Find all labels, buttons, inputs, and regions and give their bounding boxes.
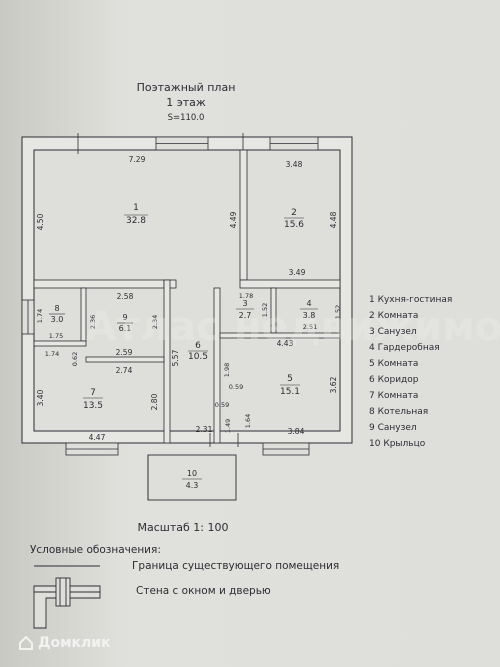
room-5-number: 5 xyxy=(287,374,293,384)
dim-2-51: 2.51 xyxy=(303,323,317,331)
room-10-area: 4.3 xyxy=(186,481,199,490)
dim-2-36: 2.36 xyxy=(89,315,97,329)
dim-1-75: 1.75 xyxy=(49,332,63,340)
room-7-number: 7 xyxy=(90,388,96,398)
dim-2-59: 2.59 xyxy=(116,348,133,357)
window-top-1 xyxy=(155,136,209,151)
house-logo-icon xyxy=(19,635,33,650)
room-5-area: 15.1 xyxy=(280,387,300,397)
legend-item: 10 Крыльцо xyxy=(369,439,426,449)
watermark-text: Домклик xyxy=(38,635,111,651)
room-6-area: 10.5 xyxy=(188,352,208,362)
scale-label: Масштаб 1: 100 xyxy=(138,521,229,534)
room-1-area: 32.8 xyxy=(126,216,146,226)
dim-1-74-b: 1.74 xyxy=(45,350,59,358)
room-9-area: 6.1 xyxy=(119,324,132,333)
porch xyxy=(147,454,237,501)
dim-2-74: 2.74 xyxy=(116,366,133,375)
room-4-number: 4 xyxy=(306,299,311,308)
window-bottom-2 xyxy=(262,442,310,456)
dim-2-31: 2.31 xyxy=(196,425,213,434)
dim-3-40: 3.40 xyxy=(36,389,45,406)
legend-item: 1 Кухня-гостиная xyxy=(369,295,452,305)
boundary-legend-text: Граница существующего помещения xyxy=(132,560,339,572)
window-bottom-1 xyxy=(65,442,119,456)
dim-2-34: 2.34 xyxy=(151,315,159,329)
dim-4-43: 4.43 xyxy=(277,339,294,348)
dim-1-52-b: 1.52 xyxy=(334,305,342,319)
total-area: S=110.0 xyxy=(168,113,205,123)
room-8-area: 3.0 xyxy=(51,315,64,324)
dim-0-59-b: 0.59 xyxy=(215,401,229,409)
floor-label: 1 этаж xyxy=(166,96,206,109)
dim-4-50: 4.50 xyxy=(36,213,45,230)
room-labels: 1 32.8 2 15.6 3 2.7 4 3.8 5 15.1 6 10.5 … xyxy=(49,203,318,490)
room-legend: 1 Кухня-гостиная 2 Комната 3 Санузел 4 Г… xyxy=(369,295,452,449)
dim-1-52-a: 1.52 xyxy=(261,303,269,317)
room-7-area: 13.5 xyxy=(83,401,103,411)
room-3-area: 2.7 xyxy=(239,311,252,320)
window-left-boiler xyxy=(21,299,35,335)
dim-2-58: 2.58 xyxy=(117,292,134,301)
dim-3-49: 3.49 xyxy=(289,268,306,277)
legend-item: 5 Комната xyxy=(369,359,418,369)
dim-1-98: 1.98 xyxy=(223,363,231,377)
legend-item: 2 Комната xyxy=(369,311,418,321)
room-3-number: 3 xyxy=(242,299,247,308)
dim-4-48: 4.48 xyxy=(329,211,338,228)
dim-0-59-a: 0.59 xyxy=(229,383,243,391)
room-1-number: 1 xyxy=(133,203,139,213)
overlay-text: Атлас недвижимость xyxy=(86,304,500,350)
domclick-watermark: Домклик xyxy=(18,629,138,657)
wall-symbol xyxy=(33,577,101,629)
legend-item: 3 Санузел xyxy=(369,327,417,337)
legend-item: 7 Комната xyxy=(369,391,418,401)
dimension-labels: 7.29 3.48 4.50 4.49 4.48 3.49 2.58 1.78 … xyxy=(36,155,342,442)
outer-wall xyxy=(21,136,353,444)
room-2-number: 2 xyxy=(291,208,297,218)
dim-3-62: 3.62 xyxy=(329,376,338,393)
room-6-number: 6 xyxy=(195,341,201,351)
dim-4-49: 4.49 xyxy=(229,211,238,228)
plan-title: Поэтажный план xyxy=(137,81,236,94)
dim-3-48: 3.48 xyxy=(286,160,303,169)
dim-3-84: 3.84 xyxy=(288,427,305,436)
dim-5-57: 5.57 xyxy=(171,349,180,366)
dim-1-78: 1.78 xyxy=(239,292,253,300)
wall-legend-text: Стена с окном и дверью xyxy=(136,585,271,597)
dim-4-47: 4.47 xyxy=(89,433,106,442)
room-4-area: 3.8 xyxy=(303,311,316,320)
dim-1-64: 1.64 xyxy=(244,414,252,428)
dim-2-80: 2.80 xyxy=(150,393,159,410)
room-8-number: 8 xyxy=(54,304,59,313)
room-2-area: 15.6 xyxy=(284,220,304,230)
dim-1-49: 1.49 xyxy=(224,419,232,433)
dim-7-29: 7.29 xyxy=(129,155,146,164)
room-9-number: 9 xyxy=(122,313,127,322)
symbols-title: Условные обозначения: xyxy=(30,544,161,556)
dim-0-62: 0.62 xyxy=(71,352,79,366)
legend-item: 8 Котельная xyxy=(369,407,428,417)
interior-walls xyxy=(33,149,341,444)
window-top-2 xyxy=(269,136,319,151)
realtor-overlay: Атлас недвижимость xyxy=(86,304,500,350)
dim-1-74-a: 1.74 xyxy=(36,309,44,323)
legend-item: 6 Коридор xyxy=(369,375,419,385)
legend-item: 9 Санузел xyxy=(369,423,417,433)
room-10-number: 10 xyxy=(187,469,197,478)
legend-item: 4 Гардеробная xyxy=(369,343,440,353)
